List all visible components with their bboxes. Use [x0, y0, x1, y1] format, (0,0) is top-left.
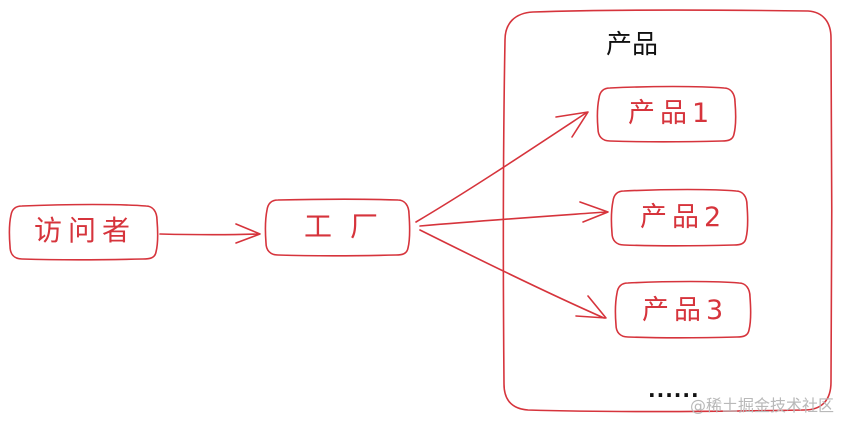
more-products-ellipsis: ......: [648, 378, 700, 402]
factory-box: [264, 198, 411, 257]
product-3-label: 产品3: [642, 295, 729, 326]
product-group-box: [502, 9, 833, 413]
factory-label: 工厂: [304, 210, 397, 243]
watermark: @稀土掘金技术社区: [689, 396, 834, 415]
arrow-factory-to-product-2: [419, 201, 609, 227]
arrow-factory-to-product-3: [419, 229, 607, 319]
product-group-title: 产品: [606, 30, 659, 60]
arrow-visitor-to-factory: [159, 223, 261, 244]
product-2-label: 产品2: [640, 202, 727, 233]
product-1-box: [596, 85, 737, 143]
product-2-box: [610, 188, 749, 247]
visitor-box: [8, 203, 159, 261]
visitor-label: 访问者: [34, 214, 137, 247]
product-3-box: [614, 280, 752, 339]
arrow-factory-to-product-1: [415, 111, 589, 223]
product-1-label: 产品1: [628, 98, 715, 129]
